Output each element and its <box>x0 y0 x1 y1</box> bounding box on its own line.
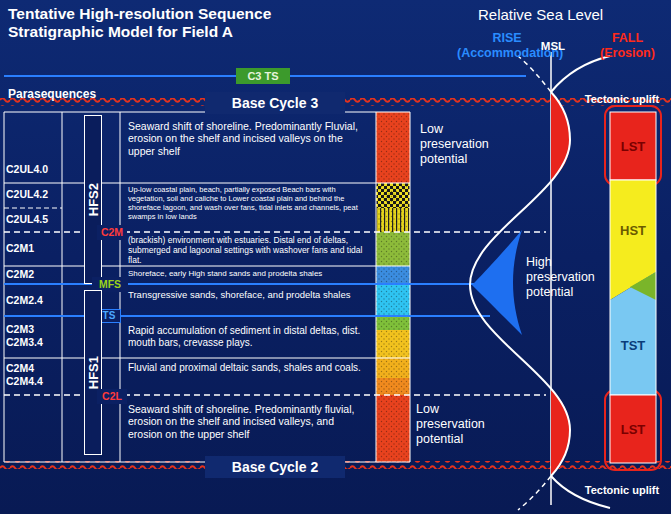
systems-tract-box: HST <box>610 200 656 260</box>
node-text: HFS2 <box>87 183 100 216</box>
sea-level-curve <box>551 56 610 92</box>
facies-description: Fluvial and proximal deltaic sands, shal… <box>128 362 368 374</box>
facies-description: (brackish) environment with estuaries. D… <box>128 235 373 265</box>
hfs-bar: HFS1 <box>84 290 102 455</box>
horizon-tag: C3 TS <box>236 68 290 84</box>
preservation-note: Low preservation potential <box>420 122 502 166</box>
node-text: MFS <box>99 279 121 290</box>
node-text: C3 TS <box>247 71 278 82</box>
parasequence-name: C2M4 <box>6 362 62 374</box>
note-label: Tectonic uplift <box>576 93 668 106</box>
node-text: C2M <box>101 227 123 238</box>
node-text: Base Cycle 2 <box>232 460 318 474</box>
node-text: HFS1 <box>87 356 100 389</box>
facies-description: Up-low coastal plain, beach, partially e… <box>128 186 373 221</box>
parasequence-name: C2M2 <box>6 268 62 280</box>
systems-tract-box: LST <box>610 112 656 180</box>
parasequence-name: C2UL4.2 <box>6 188 62 200</box>
sea-level-curve <box>518 56 551 92</box>
facies-description: Seaward shift of shoreline. Predominantl… <box>128 403 368 440</box>
facies-description: Rapid accumulation of sediment in distal… <box>128 325 368 349</box>
axis-label: FALL (Erosion) <box>590 31 665 61</box>
parasequence-name: C2M2.4 <box>6 294 62 306</box>
parasequence-name: C2UL4.5 <box>6 213 62 225</box>
sea-level-curve <box>518 476 551 510</box>
preservation-note: Low preservation potential <box>416 402 498 446</box>
diagram-title: Tentative High-resolution Sequence Strat… <box>8 5 318 42</box>
horizon-tag: C2L <box>97 389 127 404</box>
parasequence-name: C2M3.4 <box>6 336 62 348</box>
systems-tract-box: TST <box>610 310 656 380</box>
horizon-tag: C2M <box>97 225 127 240</box>
facies-description: Shoreface, early High stand sands and pr… <box>128 269 373 278</box>
systems-tract-box: LST <box>610 395 656 463</box>
parasequence-name: C2M4.4 <box>6 375 62 387</box>
node-text: TS <box>103 311 116 321</box>
cycle-boundary-box: Base Cycle 2 <box>205 456 345 478</box>
parasequence-name: C2M3 <box>6 323 62 335</box>
preservation-note: High preservation potential <box>526 255 608 299</box>
axis-label: MSL <box>538 40 568 54</box>
node-text: LST <box>621 140 646 153</box>
systems-tract-column <box>605 106 661 470</box>
cycle-boundary-box: Base Cycle 3 <box>205 92 345 114</box>
node-text: HST <box>620 224 646 237</box>
preservation-lens <box>472 230 522 335</box>
parasequence-name: C2M1 <box>6 242 62 254</box>
parasequence-name: C2UL4.0 <box>6 163 62 175</box>
lithology-column <box>376 112 410 462</box>
node-text: TST <box>621 339 646 352</box>
node-text: C2L <box>102 391 122 402</box>
table-grid <box>4 112 546 462</box>
note-label: Tectonic uplift <box>576 484 668 497</box>
ts-line <box>4 315 490 317</box>
facies-description: Seaward shift of shoreline. Predominantl… <box>128 120 368 157</box>
node-text: LST <box>621 423 646 436</box>
chart-heading: Relative Sea Level <box>478 6 668 24</box>
facies-description: Transgressive sands, shoreface, and prod… <box>128 289 368 300</box>
hfs-bar: HFS2 <box>84 115 102 284</box>
mfs-line <box>4 283 500 285</box>
column-heading: Parasequences <box>8 87 118 101</box>
node-text: Base Cycle 3 <box>232 96 318 110</box>
